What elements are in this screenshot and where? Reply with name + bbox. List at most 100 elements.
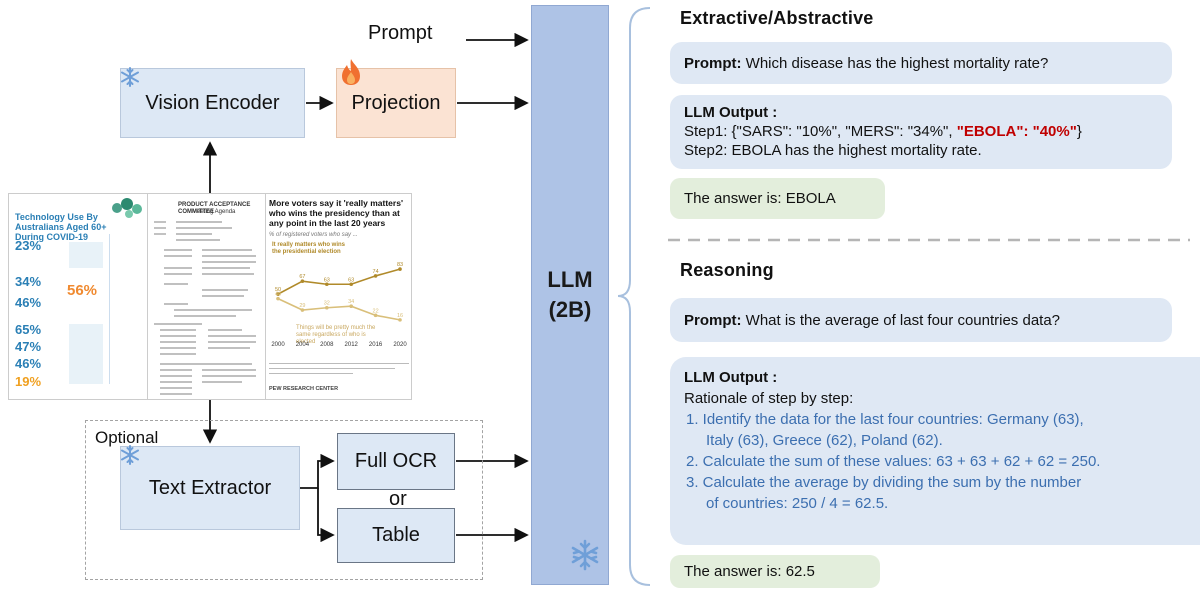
vision-encoder-box: Vision Encoder [120, 68, 305, 138]
stat-value: 56% [67, 282, 98, 299]
x-tick-label: 2016 [369, 342, 383, 348]
data-point [276, 292, 280, 296]
output-card: LLM Output : Rationale of step by step: … [670, 357, 1200, 545]
series-label-2: Things will be pretty much the same rega… [296, 325, 376, 345]
stat-value: 23% [15, 238, 42, 253]
rationale-text: Rationale of step by step: [684, 390, 854, 407]
prompt-card: Prompt: Which disease has the highest mo… [670, 42, 1172, 84]
x-tick-label: 2008 [320, 342, 334, 348]
table-label: Table [372, 524, 420, 546]
reasoning-step: Italy (63), Greece (62), Poland (62). [706, 432, 943, 449]
series-line [277, 268, 401, 295]
agenda-subtitle: Meeting Agenda [192, 209, 236, 215]
data-label: 44 [275, 292, 281, 298]
data-point [398, 318, 402, 322]
data-point [349, 304, 353, 309]
stat-value: 19% [15, 374, 42, 389]
chart-subtitle: % of registered voters who say ... [269, 232, 358, 238]
data-point [300, 279, 305, 284]
table-box: Table [337, 508, 455, 563]
data-point [373, 313, 378, 318]
llm-size-label: (2B) [548, 297, 592, 322]
right-brace [617, 7, 651, 586]
infographic-title: Technology Use By Australians Aged 60+ D… [15, 212, 107, 242]
optional-region [85, 420, 483, 580]
leaf-decoration [112, 198, 142, 218]
info-column [109, 234, 144, 384]
fire-icon [342, 59, 360, 85]
data-point [325, 282, 329, 287]
prompt-text: What is the average of last four countri… [741, 311, 1061, 329]
extractor-branch-line [300, 453, 335, 489]
series-label-1: It really matters who wins the president… [272, 242, 346, 255]
section-title-extractive: Extractive/Abstractive [680, 8, 874, 28]
text-extractor-box: Text Extractor [120, 446, 300, 530]
info-panel [69, 242, 103, 268]
stat-value: 47% [15, 339, 42, 354]
prompt-label: Prompt: [684, 311, 742, 329]
data-point [349, 282, 353, 287]
data-point [276, 296, 280, 301]
data-point [325, 305, 329, 310]
highlight-text: "EBOLA": "40%" [956, 123, 1077, 140]
step-text-suffix: } [1076, 123, 1082, 140]
chart-note [269, 360, 409, 380]
data-label: 34 [348, 299, 354, 305]
output-label: LLM Output : [684, 104, 778, 121]
reasoning-step: 1. Identify the data for the last four c… [686, 411, 1084, 428]
data-label: 22 [373, 308, 379, 314]
vision-encoder-label: Vision Encoder [145, 91, 280, 114]
data-label: 67 [299, 274, 305, 280]
x-tick-label: 2000 [271, 342, 285, 348]
agenda-title: PRODUCT ACCEPTANCE COMMITTEE [178, 202, 251, 215]
stat-value: 34% [15, 274, 42, 289]
stat-value: 46% [15, 295, 42, 310]
full-ocr-label: Full OCR [354, 450, 438, 472]
x-tick-label: 2012 [345, 342, 359, 348]
optional-label: Optional [95, 428, 159, 447]
step-text: Step1: {"SARS": "10%", "MERS": "34%", [684, 123, 957, 140]
projection-label: Projection [351, 91, 441, 114]
snowflake-icon [121, 67, 139, 87]
data-label: 50 [275, 287, 281, 293]
reasoning-step: 2. Calculate the sum of these values: 63… [686, 453, 1101, 470]
snowflake-icon [121, 445, 139, 465]
stat-value: 65% [15, 322, 42, 337]
text-extractor-label: Text Extractor [148, 476, 272, 499]
prompt-card: Prompt: What is the average of last four… [670, 298, 1172, 342]
answer-text: The answer is: 62.5 [684, 563, 815, 580]
prompt-text: Which disease has the highest mortality … [741, 54, 1049, 72]
chart-source: PEW RESEARCH CENTER [269, 386, 339, 392]
data-label: 74 [373, 269, 379, 275]
series-line [277, 297, 401, 321]
agenda-doc: PRODUCT ACCEPTANCE COMMITTEE Meeting Age… [148, 193, 266, 400]
data-label: 16 [397, 313, 403, 319]
or-label: or [389, 488, 407, 510]
output-label: LLM Output : [684, 369, 778, 386]
answer-text: The answer is: EBOLA [684, 190, 836, 207]
snowflake-icon [571, 539, 599, 571]
output-step-2: Step2: EBOLA has the highest mortality r… [684, 142, 982, 159]
data-label: 63 [324, 277, 330, 283]
data-label: 29 [299, 303, 305, 309]
answer-card: The answer is: 62.5 [670, 555, 880, 588]
prompt-label: Prompt [368, 22, 433, 44]
data-label: 83 [397, 262, 403, 268]
chart-doc: More voters say it 'really matters' who … [266, 193, 412, 400]
infographic-doc: Technology Use By Australians Aged 60+ D… [8, 193, 148, 400]
line-chart: 50 67 63 63 74 83 44 29 32 34 22 16 2000 2004 2008 2012… [271, 262, 407, 348]
x-tick-label: 2004 [296, 342, 310, 348]
data-point [300, 308, 305, 312]
answer-card: The answer is: EBOLA [670, 178, 885, 219]
data-label: 63 [348, 277, 354, 283]
llm-label: LLM [547, 267, 593, 292]
x-tick-label: 2020 [393, 342, 407, 348]
data-label: 32 [324, 301, 330, 307]
reasoning-step: of countries: 250 / 4 = 62.5. [706, 495, 889, 512]
full-ocr-box: Full OCR [337, 433, 455, 490]
extractor-branch-line-2 [317, 488, 335, 543]
data-point [373, 274, 378, 278]
prompt-label: Prompt: [684, 54, 742, 72]
llm-box: LLM (2B) [531, 5, 609, 585]
agenda-lines [154, 221, 256, 395]
